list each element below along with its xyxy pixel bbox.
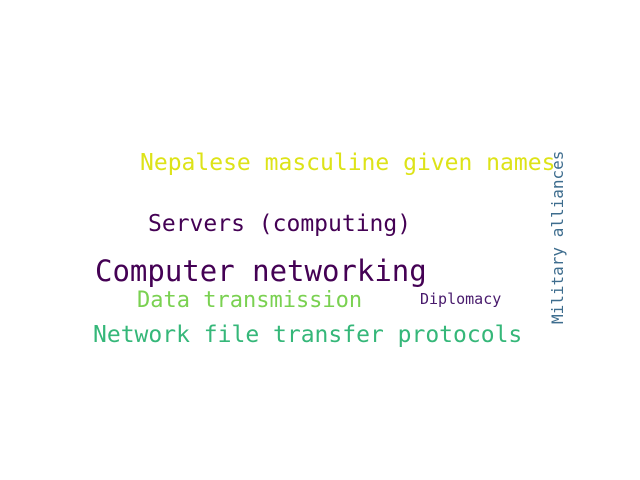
word-computer-networking: Computer networking: [95, 254, 427, 288]
word-network-file-transfer-protocols: Network file transfer protocols: [93, 322, 523, 348]
word-military-alliances: Military alliances: [548, 150, 567, 324]
word-data-transmission: Data transmission: [137, 288, 363, 313]
word-nepalese-masculine-given-names: Nepalese masculine given names: [140, 150, 556, 176]
word-diplomacy: Diplomacy: [420, 290, 502, 308]
word-servers-computing: Servers (computing): [148, 211, 412, 237]
